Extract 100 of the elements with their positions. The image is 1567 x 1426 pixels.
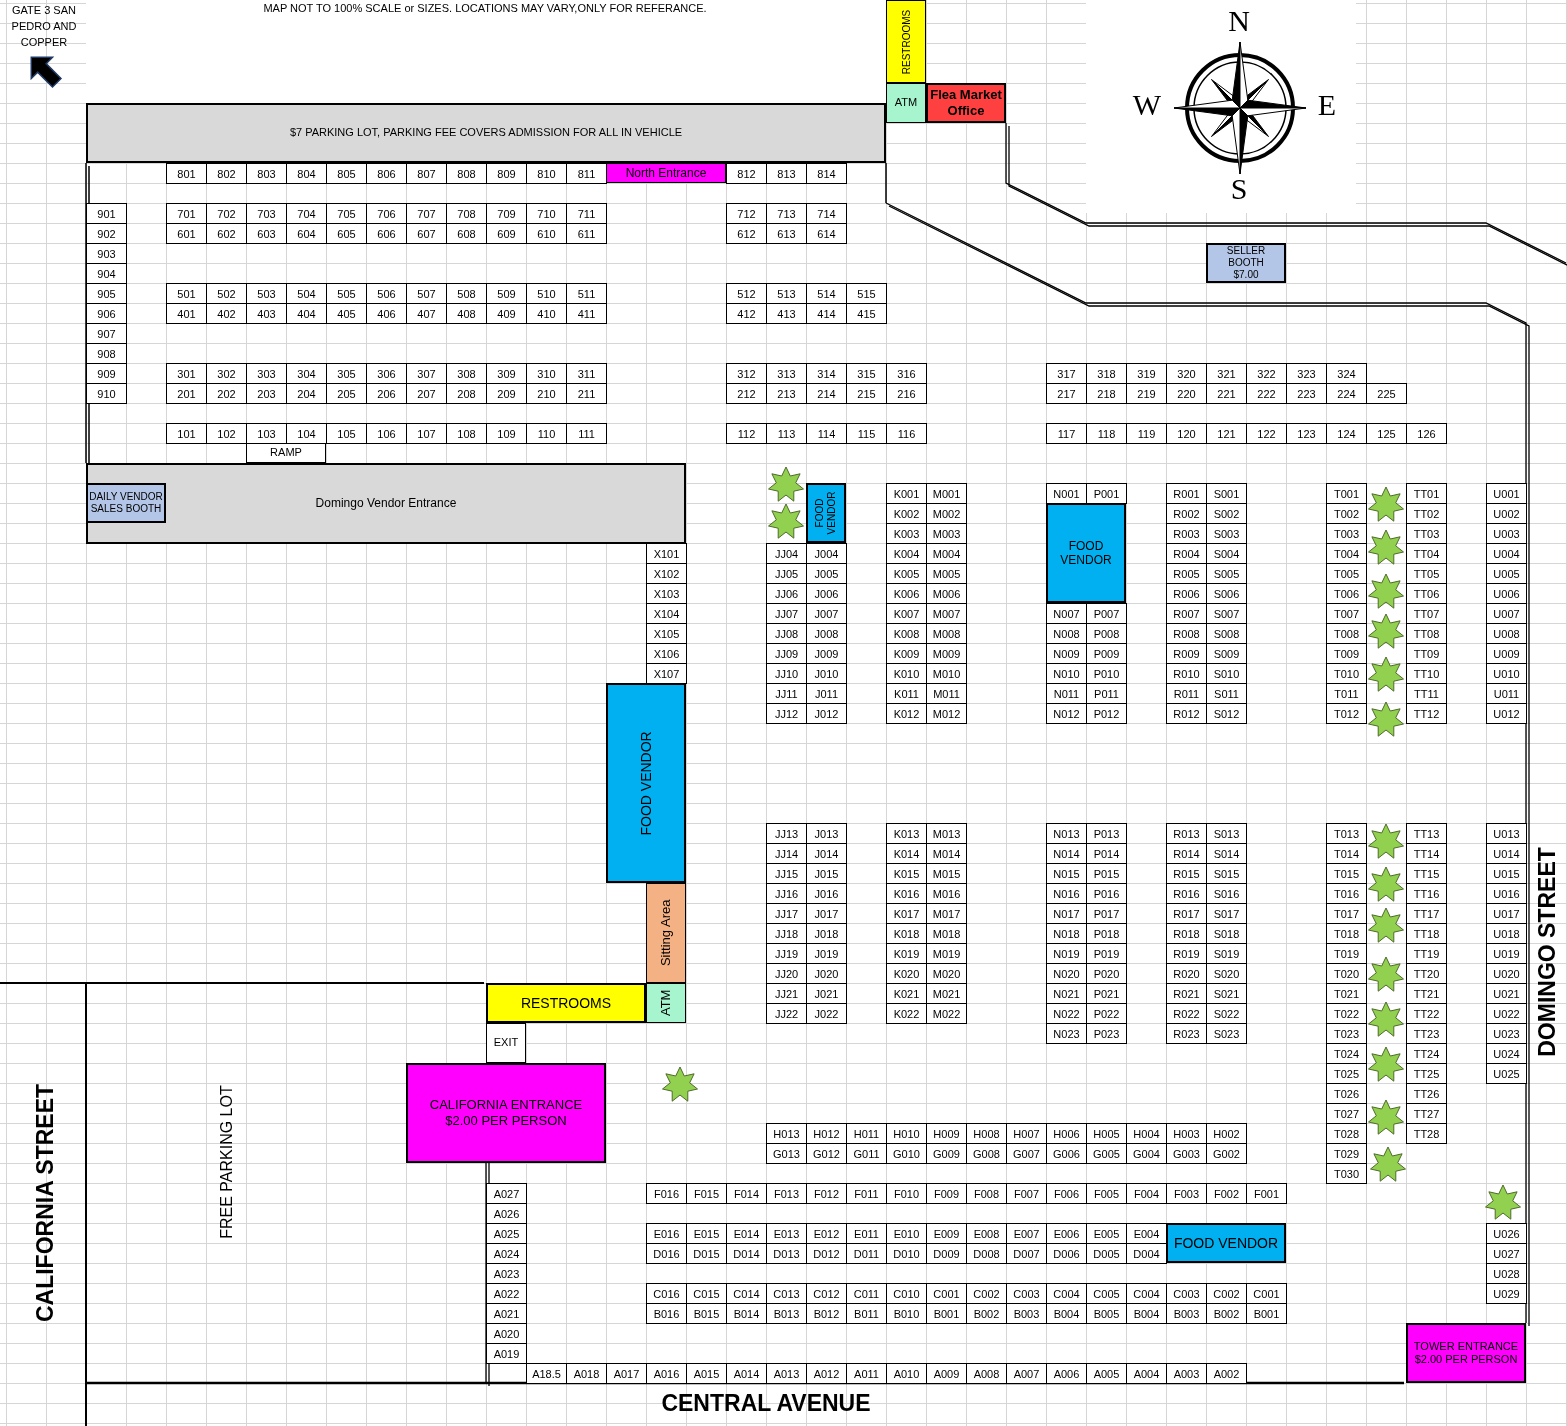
booth-number: A025 [493, 1227, 520, 1240]
booth-number: JJ21 [774, 987, 799, 1000]
booth-number: 712 [737, 207, 756, 220]
booth-number: TT09 [1413, 647, 1440, 660]
booth-number: D007 [1013, 1247, 1040, 1260]
booth-number: T009 [1333, 647, 1360, 660]
booth-number: K002 [893, 507, 920, 520]
booth-number: J010 [814, 667, 839, 680]
booth-number: 703 [257, 207, 276, 220]
booth-number: 401 [177, 307, 196, 320]
area-label: ATM [894, 96, 918, 110]
booth-number: 512 [737, 287, 756, 300]
booth-number: 204 [297, 387, 316, 400]
booth-number: T027 [1333, 1107, 1360, 1120]
booth-number: 513 [777, 287, 796, 300]
booth-number: 307 [417, 367, 436, 380]
booth-number: 125 [1377, 427, 1396, 440]
booth-number: C015 [693, 1287, 720, 1300]
booth-number: 218 [1097, 387, 1116, 400]
area-label: RESTROOMS [520, 994, 612, 1012]
booth-number: TT18 [1413, 927, 1440, 940]
booth-number: TT12 [1413, 707, 1440, 720]
booth-number: 402 [217, 307, 236, 320]
booth-number: G003 [1173, 1147, 1200, 1160]
booth-number: 608 [457, 227, 476, 240]
booth-number: C013 [773, 1287, 800, 1300]
booth-number: H003 [1173, 1127, 1200, 1140]
booth-number: U003 [1493, 527, 1520, 540]
area-label: Flea Market Office [929, 87, 1003, 119]
booth-number: K022 [893, 1007, 920, 1020]
booth-number: A022 [493, 1287, 520, 1300]
booth-number: P009 [1093, 647, 1120, 660]
booth-number: 403 [257, 307, 276, 320]
booth-number: 607 [417, 227, 436, 240]
booth-number: F014 [733, 1187, 760, 1200]
booth-number: R019 [1173, 947, 1200, 960]
booth-number: 515 [857, 287, 876, 300]
booth-number: 101 [177, 427, 196, 440]
booth-number: 508 [457, 287, 476, 300]
booth-number: E005 [1093, 1227, 1120, 1240]
booth-number: 212 [737, 387, 756, 400]
booth-number: F011 [854, 1187, 879, 1200]
booth-number: G011 [853, 1147, 880, 1160]
booth-number: A013 [773, 1367, 800, 1380]
booth-number: 707 [417, 207, 436, 220]
booth-number: A020 [493, 1327, 520, 1340]
booth-number: U028 [1493, 1267, 1520, 1280]
area-label: ATM [658, 988, 674, 1019]
booth-number: 209 [497, 387, 516, 400]
booth-number: E007 [1013, 1227, 1040, 1240]
booth-number: J014 [814, 847, 839, 860]
booth-number: B003 [1173, 1307, 1200, 1320]
booth-number: A018 [573, 1367, 600, 1380]
compass-letter: W [1131, 88, 1163, 122]
booth-number: JJ17 [774, 907, 799, 920]
booth-number: 503 [257, 287, 276, 300]
booth-number: S023 [1213, 1027, 1240, 1040]
booth-number: E011 [854, 1227, 879, 1240]
booth-number: A027 [493, 1187, 520, 1200]
booth-number: 414 [817, 307, 836, 320]
booth-number: JJ18 [774, 927, 799, 940]
booth-number: T011 [1334, 687, 1359, 700]
booth-number: F009 [933, 1187, 960, 1200]
booth-number: C010 [893, 1287, 920, 1300]
booth-number: 202 [217, 387, 236, 400]
booth-number: H005 [1093, 1127, 1120, 1140]
booth-number: D015 [693, 1247, 720, 1260]
booth-number: U009 [1493, 647, 1520, 660]
booth-number: G006 [1053, 1147, 1080, 1160]
booth-number: U011 [1493, 687, 1520, 700]
booth-number: 810 [537, 167, 556, 180]
booth-number: E006 [1053, 1227, 1080, 1240]
booth-number: B005 [1093, 1307, 1120, 1320]
booth-number: G004 [1133, 1147, 1160, 1160]
booth-number: 321 [1217, 367, 1236, 380]
booth-number: H012 [813, 1127, 840, 1140]
booth-number: JJ22 [774, 1007, 799, 1020]
booth-number: B004 [1133, 1307, 1160, 1320]
booth-number: D013 [773, 1247, 800, 1260]
booth-number: J009 [814, 647, 839, 660]
booth-number: S017 [1213, 907, 1240, 920]
booth-number: 225 [1377, 387, 1396, 400]
booth-number: U024 [1493, 1047, 1520, 1060]
booth-number: 602 [217, 227, 236, 240]
booth-number: K001 [893, 487, 920, 500]
booth-number: JJ06 [774, 587, 799, 600]
entrance-booth [406, 1063, 606, 1163]
booth-number: TT05 [1413, 567, 1440, 580]
booth-number: E012 [813, 1227, 840, 1240]
booth-number: 813 [777, 167, 796, 180]
booth-number: 106 [377, 427, 396, 440]
booth-number: R018 [1173, 927, 1200, 940]
booth-number: C001 [1253, 1287, 1280, 1300]
booth-number: A014 [733, 1367, 760, 1380]
booth-number: S022 [1213, 1007, 1240, 1020]
booth-number: U001 [1493, 487, 1520, 500]
booth-number: 701 [177, 207, 196, 220]
booth-number: 714 [817, 207, 836, 220]
booth-number: M010 [932, 667, 961, 680]
booth-number: 704 [297, 207, 316, 220]
